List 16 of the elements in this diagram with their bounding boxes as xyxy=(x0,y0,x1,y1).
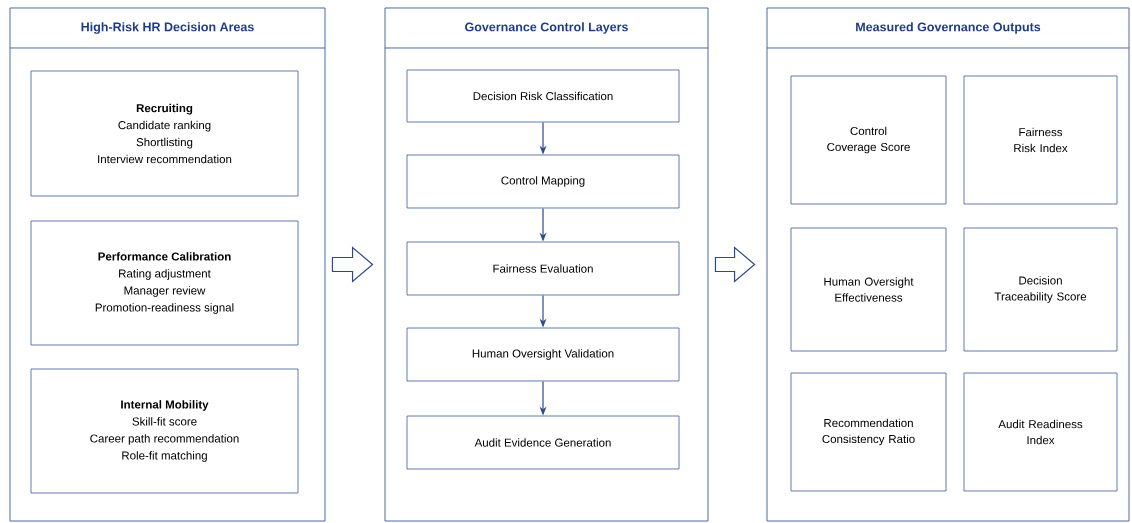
block-arrow xyxy=(331,246,374,283)
output-metric-box: Fairness Risk Index xyxy=(963,75,1118,205)
output-metric-box: Recommendation Consistency Ratio xyxy=(790,372,947,492)
control-layer-box: Control Mapping xyxy=(406,154,680,209)
output-metric-box: Control Coverage Score xyxy=(790,75,947,205)
control-layer-box: Decision Risk Classification xyxy=(406,69,680,123)
control-layer-box: Human Oversight Validation xyxy=(406,327,680,382)
decision-area-box: Performance Calibration Rating adjustment Manager review Promotion-readiness signal xyxy=(30,220,299,346)
output-metric-box: Decision Traceability Score xyxy=(963,227,1118,352)
block-arrow xyxy=(714,246,756,283)
control-layer-box: Fairness Evaluation xyxy=(406,241,680,296)
output-metric-box: Human Oversight Effectiveness xyxy=(790,227,947,352)
output-metric-box: Audit Readiness Index xyxy=(963,372,1118,492)
control-layer-box: Audit Evidence Generation xyxy=(406,415,680,470)
decision-area-box: Recruiting Candidate ranking Shortlisting Interview recommendation xyxy=(30,70,299,197)
decision-area-box: Internal Mobility Skill-fit score Career path recommendation Role-fit matching xyxy=(30,368,299,494)
